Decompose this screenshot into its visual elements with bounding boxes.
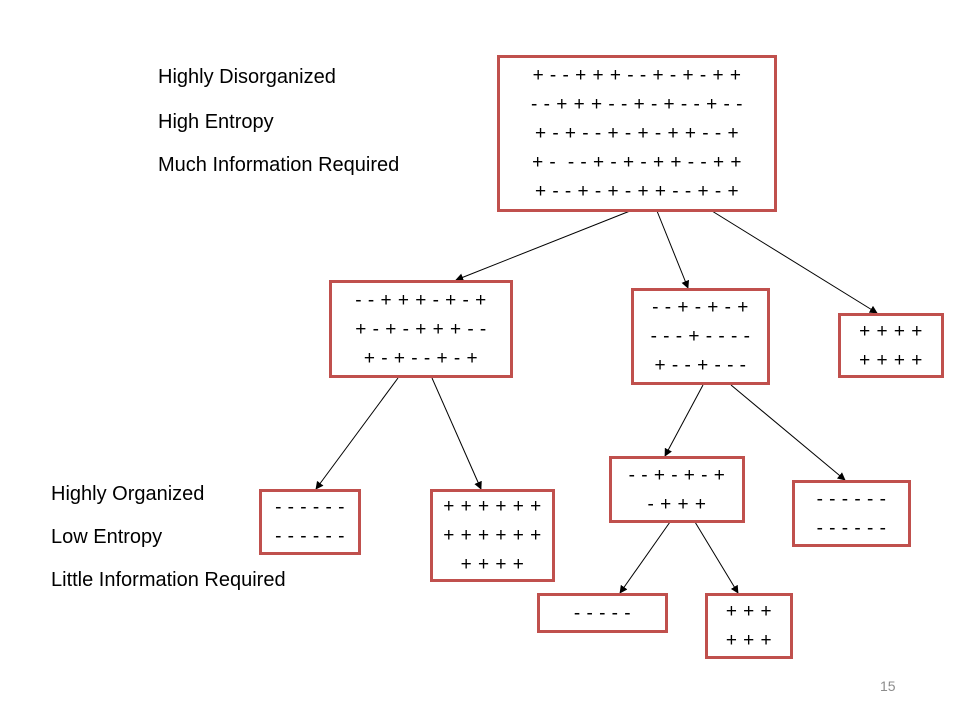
edge-root-middle	[656, 210, 690, 289]
edge-middle-middleright	[730, 384, 846, 481]
label-high-entropy: High Entropy	[158, 111, 274, 133]
node-line: - - - + - - - -	[650, 326, 751, 347]
node-left-left: - - - - - - - - - - - -	[259, 489, 361, 555]
node-left: - - + + + - + - + + - + - + + + - - + - …	[329, 280, 513, 378]
node-ml-left: - - - - -	[537, 593, 668, 633]
node-line: - - + - + - +	[652, 297, 749, 318]
node-middle-left: - - + - + - + - + + +	[609, 456, 745, 523]
node-line: + + + + + +	[443, 525, 542, 546]
edge-left-leftleft	[315, 377, 399, 490]
node-line: - - + + + - + - +	[355, 289, 487, 311]
label-low-entropy: Low Entropy	[51, 526, 163, 548]
node-line: + + + +	[859, 320, 923, 342]
node-line: - - - - -	[573, 602, 632, 624]
node-line: + + + +	[859, 349, 923, 371]
node-middle: - - + - + - + - - - + - - - - + - - + - …	[631, 288, 770, 385]
node-line: + + + +	[460, 554, 525, 575]
label-highly-disorganized: Highly Disorganized	[158, 66, 336, 88]
node-line: + - + - - + - +	[363, 347, 479, 369]
node-line: + - - - + - + - + + - - + +	[532, 152, 742, 173]
node-line: - + + +	[647, 493, 707, 515]
node-line: + - - + + + - - + - + - + +	[532, 65, 742, 86]
node-line: - - - - - -	[816, 517, 887, 539]
label-much-information: Much Information Required	[158, 154, 400, 176]
node-line: + + +	[725, 630, 773, 651]
node-line: + - + - + + + - -	[355, 318, 487, 340]
node-middle-right: - - - - - - - - - - - -	[792, 480, 911, 547]
node-line: + + + + + +	[443, 496, 542, 517]
node-line: - - - - - -	[275, 526, 345, 547]
node-line: + - + - - + - + - + + - - +	[534, 123, 740, 144]
node-line: + - - + - - -	[654, 355, 747, 376]
node-line: - - - - - -	[816, 488, 887, 510]
node-line: + + +	[725, 601, 773, 622]
edge-ml-right	[694, 521, 739, 594]
node-root: + - - + + + - - + - + - + + - - + + + - …	[497, 55, 777, 212]
edge-root-left	[455, 210, 631, 282]
node-line: + - - + - + - + + - - + - +	[534, 181, 740, 202]
page-number: 15	[880, 678, 896, 694]
edge-middle-middleleft	[664, 384, 704, 457]
node-ml-right: + + + + + +	[705, 593, 793, 659]
node-line: - - + - + - +	[628, 464, 726, 486]
edge-left-leftright	[431, 377, 482, 490]
edge-root-right	[711, 210, 878, 314]
node-line: - - + + + - - + - + - - + - -	[531, 94, 743, 115]
node-left-right: + + + + + + + + + + + + + + + +	[430, 489, 555, 582]
node-right: + + + + + + + +	[838, 313, 944, 378]
label-little-information: Little Information Required	[51, 569, 286, 591]
label-highly-organized: Highly Organized	[51, 483, 205, 505]
node-line: - - - - - -	[275, 497, 345, 518]
edge-ml-left	[619, 521, 671, 594]
